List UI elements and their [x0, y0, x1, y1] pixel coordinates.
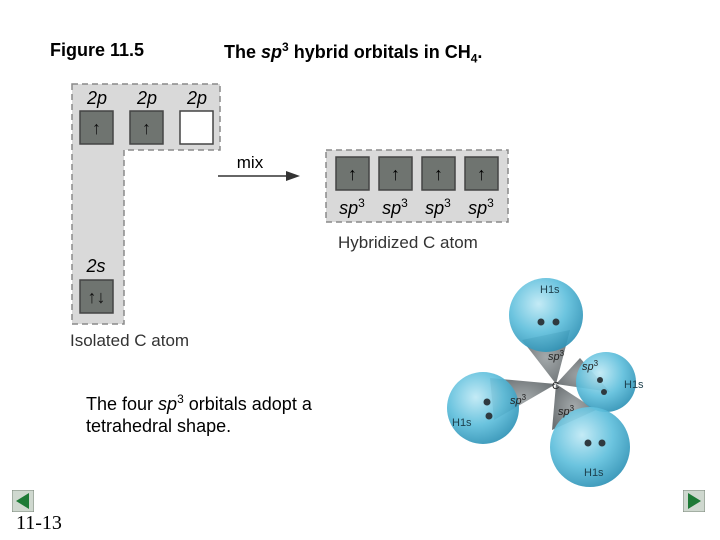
p-orbital-label-1: 2p: [86, 88, 107, 108]
hybrid-box-1: [335, 156, 370, 191]
h-sphere-bottom: [550, 407, 630, 487]
electron-dot: [598, 439, 606, 447]
h-sphere-right: [576, 352, 636, 412]
caption-sup: 3: [177, 392, 184, 406]
h-sphere-top: [509, 278, 583, 352]
figure-title: The sp3 hybrid orbitals in CH4.: [224, 40, 482, 66]
electron-dot: [485, 412, 493, 420]
title-italic: sp: [261, 42, 283, 62]
electron-dot: [537, 318, 545, 326]
sp3-label-top: sp3: [548, 349, 565, 363]
h1s-label-right: H1s: [624, 379, 644, 391]
slide-caption: The four sp3 orbitals adopt a tetrahedra…: [86, 388, 312, 437]
sp3-label-right: sp3: [582, 359, 599, 373]
hybrid-electron-2: ↑: [391, 164, 400, 184]
caption-prefix: The four: [86, 394, 159, 414]
hybrid-electron-3: ↑: [434, 164, 443, 184]
sp3-label-left: sp3: [510, 393, 527, 407]
h-sphere-left: [447, 372, 519, 444]
electron-dot: [601, 389, 607, 395]
p-orbital-box-1: [79, 110, 114, 145]
p-orbital-box-3: [179, 110, 214, 145]
slide-number: 11-13: [16, 512, 62, 534]
s-orbital-label: 2s: [85, 256, 105, 276]
hybridized-atom-caption: Hybridized C atom: [338, 233, 478, 252]
p-orbital-electron-2: ↑: [142, 118, 151, 138]
title-prefix: The: [224, 42, 262, 62]
h1s-label-bottom: H1s: [584, 467, 604, 479]
p-orbital-electron-1: ↑: [92, 118, 101, 138]
sp3-label-bottom: sp3: [558, 404, 575, 418]
carbon-label: C: [552, 381, 559, 392]
h1s-label-left: H1s: [452, 417, 472, 429]
methane-illustration: H1s H1s H1s H1s sp3 sp3 sp3 sp3 C: [447, 278, 644, 487]
caption-line-2: tetrahedral shape.: [86, 416, 232, 436]
left-triangle-icon[interactable]: [12, 490, 34, 512]
right-triangle-icon[interactable]: [683, 490, 705, 512]
hybrid-electron-4: ↑: [477, 164, 486, 184]
title-suffix: .: [477, 42, 483, 62]
electron-dot: [552, 318, 560, 326]
hybrid-orbital-label-1: sp3: [339, 196, 365, 218]
electron-dot: [584, 439, 592, 447]
electron-dot: [483, 398, 491, 406]
hybrid-orbital-label-3: sp3: [425, 196, 451, 218]
title-sup: 3: [282, 40, 289, 54]
mix-arrow-head: [286, 171, 300, 181]
p-orbital-label-2: 2p: [136, 88, 157, 108]
hybrid-electron-1: ↑: [348, 164, 357, 184]
electron-dot: [597, 377, 603, 383]
hybrid-orbital-label-4: sp3: [468, 196, 494, 218]
s-orbital-box: [79, 279, 114, 314]
hybrid-box-2: [378, 156, 413, 191]
p-orbital-label-3: 2p: [186, 88, 207, 108]
hybrid-box-3: [421, 156, 456, 191]
p-orbital-box-2: [129, 110, 164, 145]
mix-label: mix: [237, 153, 264, 172]
caption-suffix: orbitals adopt a: [183, 394, 312, 414]
caption-line-1: The four sp3 orbitals adopt a: [86, 388, 312, 415]
h1s-label-top: H1s: [540, 284, 560, 296]
s-orbital-electrons: ↑↓: [88, 287, 106, 307]
title-sub: 4: [470, 51, 478, 66]
figure-label: Figure 11.5: [50, 40, 145, 60]
hybrid-orbital-label-2: sp3: [382, 196, 408, 218]
hybrid-box-4: [464, 156, 499, 191]
title-middle: hybrid orbitals in CH: [288, 42, 471, 62]
isolated-atom-caption: Isolated C atom: [70, 331, 189, 350]
caption-italic: sp: [158, 394, 178, 414]
